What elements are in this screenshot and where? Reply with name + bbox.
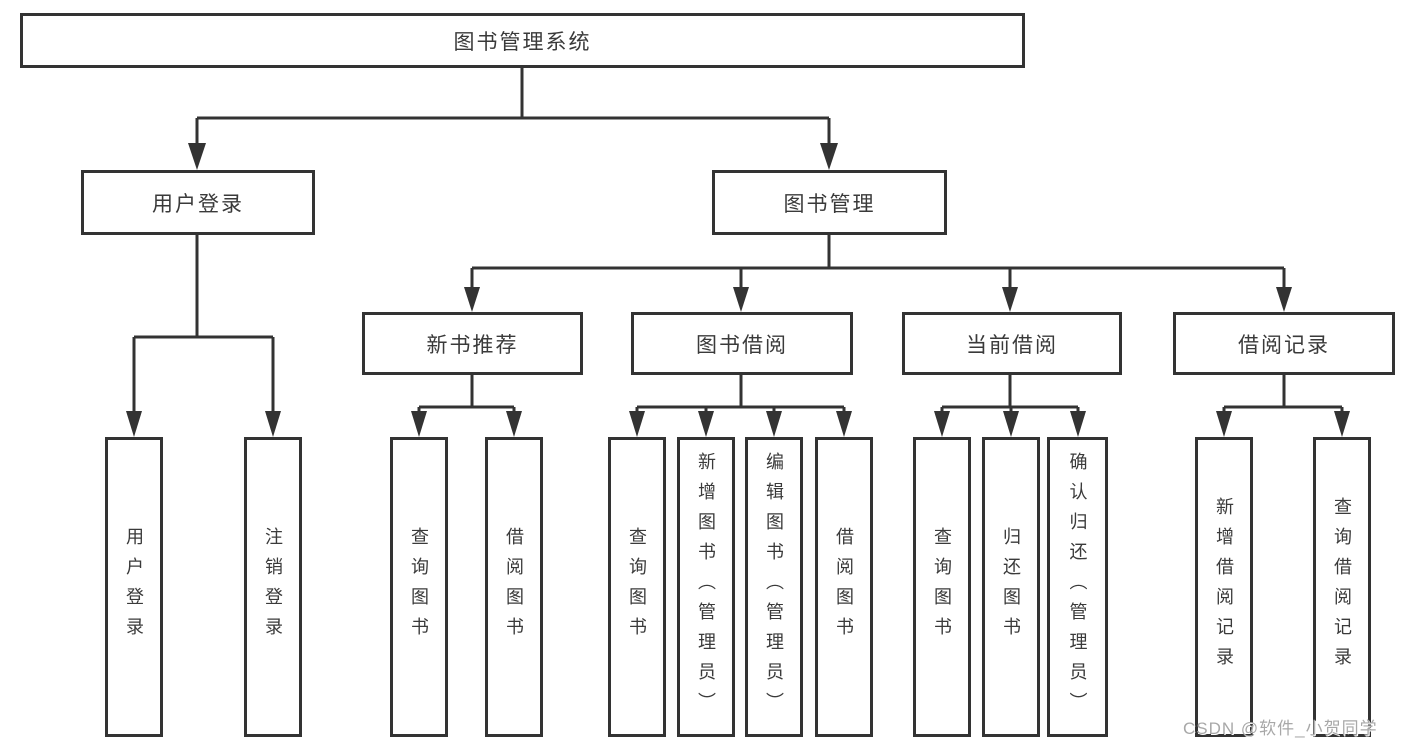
arrow-icon bbox=[733, 287, 749, 312]
arrow-icon bbox=[265, 411, 281, 437]
arrow-icon bbox=[836, 411, 852, 437]
leaf-recommend-query-books: 查询图书 bbox=[390, 437, 448, 737]
csdn-watermark: CSDN @软件_小贺同学 bbox=[1183, 719, 1378, 738]
leaf-borrowing-query-books: 查询图书 bbox=[608, 437, 666, 737]
leaf-borrowing-edit-books-admin: 编辑图书（管理员） bbox=[745, 437, 803, 737]
arrow-icon bbox=[1002, 287, 1018, 312]
arrow-icon bbox=[629, 411, 645, 437]
arrow-icon bbox=[126, 411, 142, 437]
arrow-icon bbox=[411, 411, 427, 437]
connector-lines bbox=[132, 68, 1344, 414]
leaf-logout: 注销登录 bbox=[244, 437, 302, 737]
arrow-icon bbox=[766, 411, 782, 437]
leaf-records-query-borrow-record: 查询借阅记录 bbox=[1313, 437, 1371, 737]
arrow-icon bbox=[1003, 411, 1019, 437]
arrow-icon bbox=[1216, 411, 1232, 437]
leaf-records-add-borrow-record: 新增借阅记录 bbox=[1195, 437, 1253, 737]
arrow-icon bbox=[188, 143, 206, 170]
arrow-icon bbox=[1334, 411, 1350, 437]
arrow-icon bbox=[464, 287, 480, 312]
leaf-recommend-borrow-books: 借阅图书 bbox=[485, 437, 543, 737]
node-book-management: 图书管理 bbox=[712, 170, 947, 235]
node-current-borrowing: 当前借阅 bbox=[902, 312, 1122, 375]
arrowheads bbox=[126, 143, 1350, 437]
node-new-book-recommendation: 新书推荐 bbox=[362, 312, 583, 375]
node-library-management-system: 图书管理系统 bbox=[20, 13, 1025, 68]
leaf-borrowing-add-books-admin: 新增图书（管理员） bbox=[677, 437, 735, 737]
arrow-icon bbox=[506, 411, 522, 437]
node-borrowing-records: 借阅记录 bbox=[1173, 312, 1395, 375]
arrow-icon bbox=[698, 411, 714, 437]
leaf-borrowing-borrow-books: 借阅图书 bbox=[815, 437, 873, 737]
arrow-icon bbox=[934, 411, 950, 437]
node-user-login: 用户登录 bbox=[81, 170, 315, 235]
leaf-user-login: 用户登录 bbox=[105, 437, 163, 737]
leaf-current-confirm-return-admin: 确认归还（管理员） bbox=[1047, 437, 1108, 737]
leaf-current-query-books: 查询图书 bbox=[913, 437, 971, 737]
arrow-icon bbox=[1276, 287, 1292, 312]
node-book-borrowing: 图书借阅 bbox=[631, 312, 853, 375]
arrow-icon bbox=[820, 143, 838, 170]
arrow-icon bbox=[1070, 411, 1086, 437]
leaf-current-return-books: 归还图书 bbox=[982, 437, 1040, 737]
